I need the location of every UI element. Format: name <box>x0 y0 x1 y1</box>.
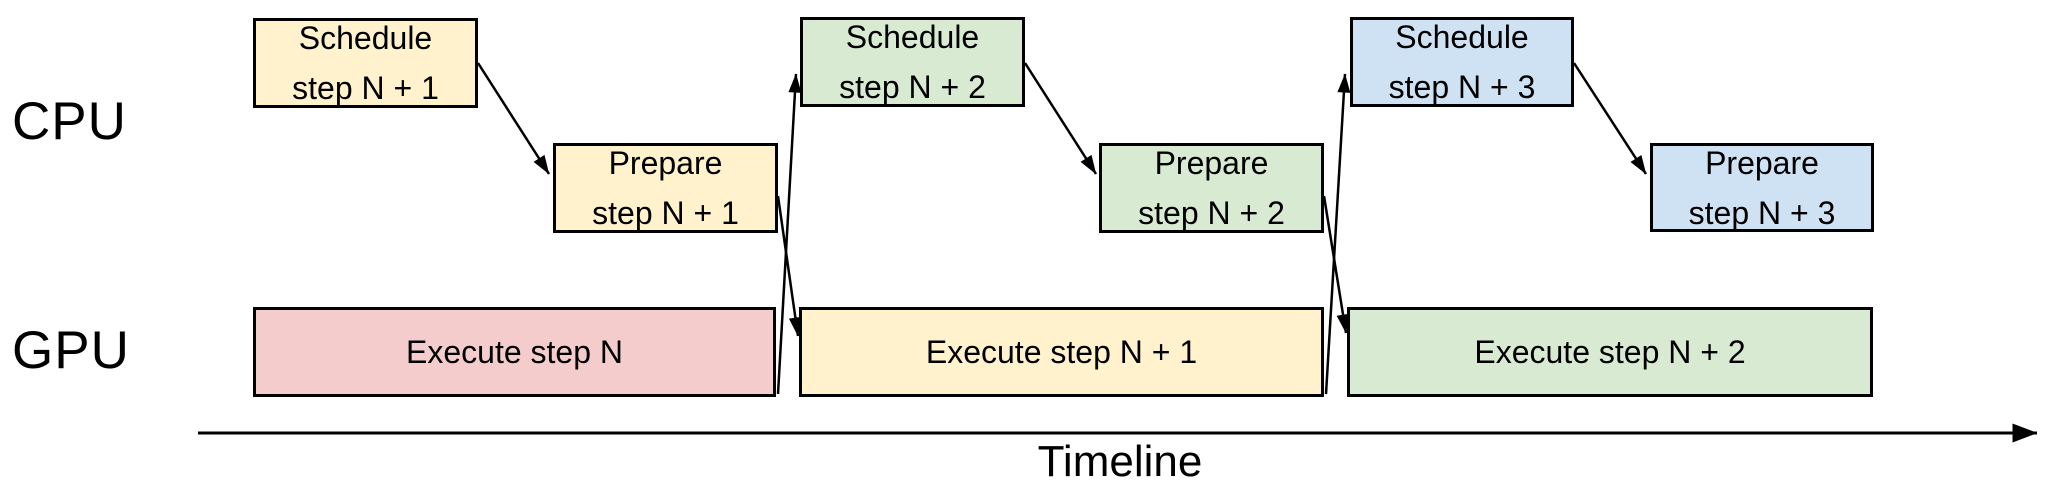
box-schedule-step-n-plus-1: Schedule step N + 1 <box>253 18 478 108</box>
arrow-prepare-n2-to-execute-n2 <box>1322 195 1350 334</box>
box-execute-step-n-plus-1: Execute step N + 1 <box>799 307 1324 397</box>
box-prepare-step-n-plus-1: Prepare step N + 1 <box>553 143 778 233</box>
arrow-schedule-n2-to-prepare-n2 <box>1023 62 1098 175</box>
box-label-line: Prepare <box>1154 145 1269 181</box>
box-label-line: Execute step N + 2 <box>1474 334 1746 370</box>
box-label-line: Prepare <box>608 145 723 181</box>
box-label-line: Schedule <box>1395 19 1529 55</box>
cpu-lane-label: CPU <box>12 92 127 151</box>
arrow-execute-n1-to-schedule-n3 <box>1324 73 1351 395</box>
arrow-execute-n-to-schedule-n2 <box>776 73 802 395</box>
box-label-line: step N + 1 <box>292 70 439 106</box>
gpu-lane-label: GPU <box>12 321 130 380</box>
arrow-prepare-n1-to-execute-n1 <box>776 195 802 337</box>
box-execute-step-n-plus-2: Execute step N + 2 <box>1347 307 1873 397</box>
box-execute-step-n: Execute step N <box>253 307 776 397</box>
box-label-line: step N + 3 <box>1688 194 1836 231</box>
box-schedule-step-n-plus-2: Schedule step N + 2 <box>800 17 1025 107</box>
arrow-schedule-n1-to-prepare-n1 <box>476 62 551 175</box>
box-prepare-step-n-plus-3: Prepare step N + 3 <box>1650 143 1874 232</box>
box-label-line: Execute step N <box>406 334 623 370</box>
box-schedule-step-n-plus-3: Schedule step N + 3 <box>1350 17 1574 107</box>
box-label-line: Schedule <box>298 20 433 56</box>
box-label-line: step N + 3 <box>1388 69 1536 105</box>
box-label-line: step N + 2 <box>1138 195 1285 231</box>
box-label-line: Schedule <box>845 19 980 55</box>
box-label-line: step N + 2 <box>839 69 986 105</box>
box-prepare-step-n-plus-2: Prepare step N + 2 <box>1099 143 1324 233</box>
box-label-line: Prepare <box>1705 144 1819 181</box>
timeline-axis-label: Timeline <box>1037 437 1203 486</box>
box-label-line: step N + 1 <box>592 195 739 231</box>
arrow-schedule-n3-to-prepare-n3 <box>1572 62 1648 175</box>
box-label-line: Execute step N + 1 <box>925 334 1198 370</box>
